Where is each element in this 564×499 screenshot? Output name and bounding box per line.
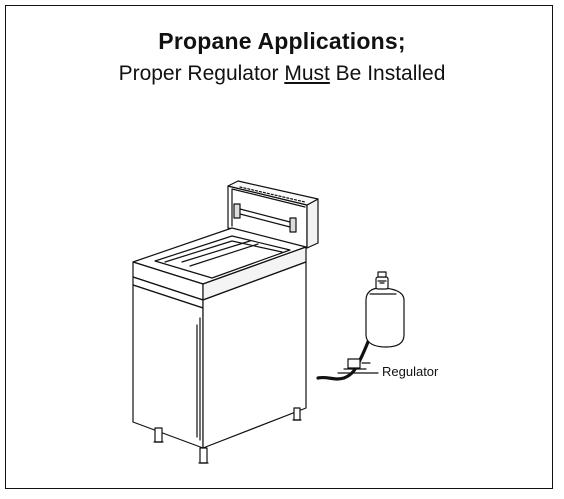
fryer-illustration: [132, 180, 319, 464]
propane-cylinder-illustration: [365, 271, 405, 348]
regulator-illustration: [337, 358, 379, 374]
subtitle-emphasis-must: Must: [284, 62, 330, 85]
diagram-subtitle: Proper Regulator Must Be Installed: [0, 62, 564, 86]
subtitle-text-before: Proper Regulator: [118, 62, 285, 85]
regulator-label: Regulator: [382, 364, 439, 379]
diagram-title: Propane Applications;: [158, 28, 406, 54]
subtitle-text-after: Be Installed: [329, 62, 446, 85]
